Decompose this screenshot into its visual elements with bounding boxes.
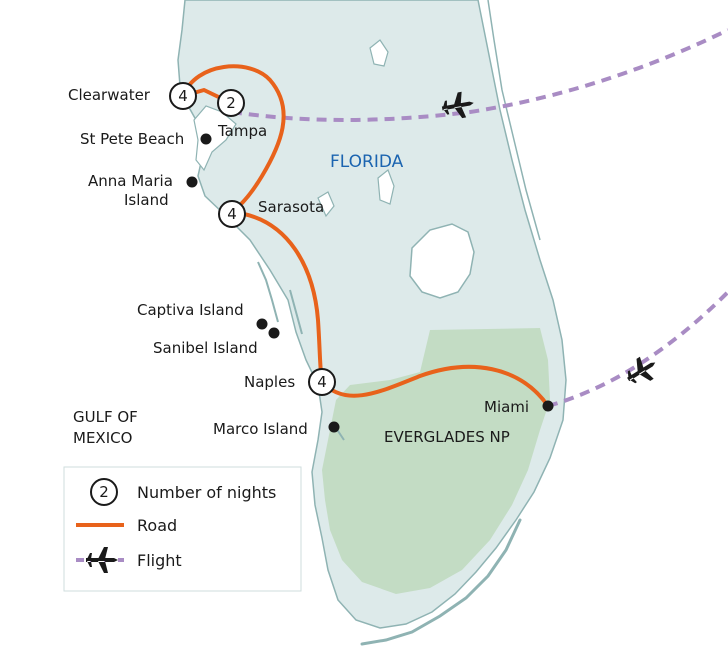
marker-sanibel-island: [268, 327, 280, 339]
everglades-park: [322, 328, 550, 594]
airplane-icon: [441, 91, 474, 119]
florida-keys: [360, 518, 522, 646]
lake-okeechobee: [409, 223, 475, 299]
lake-small-1: [369, 39, 389, 67]
label-tampa: Tampa: [217, 122, 267, 140]
marker-captiva-island: [256, 318, 268, 330]
label-gulf-line1: GULF OF: [73, 408, 138, 426]
nights-badge-tampa: 2: [217, 89, 245, 117]
nights-badge-naples: 4: [308, 368, 336, 396]
nights-count: 4: [227, 205, 237, 223]
label-gulf-line2: MEXICO: [73, 429, 132, 447]
label-marco-island: Marco Island: [213, 420, 308, 438]
label-sarasota: Sarasota: [258, 198, 324, 216]
label-naples: Naples: [244, 373, 295, 391]
label-st-pete-beach: St Pete Beach: [80, 130, 184, 148]
east-coast-lagoon: [487, 0, 541, 241]
legend-road-label: Road: [137, 516, 177, 535]
legend-flight-label: Flight: [137, 551, 182, 570]
marker-anna-maria-island: [186, 176, 198, 188]
marker-st-pete-beach: [200, 133, 212, 145]
nights-badge-clearwater: 4: [169, 82, 197, 110]
tampa-bay: [193, 105, 237, 172]
nights-count: 4: [178, 87, 188, 105]
nights-badge-sarasota: 4: [218, 200, 246, 228]
flight-path-north: [231, 28, 728, 122]
nights-count: 2: [226, 94, 236, 112]
airplane-icon: [86, 547, 118, 573]
flight-path-south: [547, 290, 728, 408]
label-miami: Miami: [484, 398, 529, 416]
legend: 2 Number of nights Road Flight: [63, 466, 302, 592]
label-clearwater: Clearwater: [68, 86, 151, 104]
legend-nights-symbol: 2: [99, 483, 109, 501]
nights-count: 4: [317, 373, 327, 391]
label-anna-maria-line2: Island: [124, 191, 169, 209]
lake-small-2: [377, 169, 395, 205]
lake-small-3: [317, 191, 335, 218]
marker-marco-island: [328, 421, 340, 433]
label-everglades: EVERGLADES NP: [384, 428, 510, 446]
label-sanibel-island: Sanibel Island: [153, 339, 258, 357]
label-anna-maria-line1: Anna Maria: [88, 172, 173, 190]
airplane-icon: [627, 356, 656, 384]
marker-miami: [542, 400, 554, 412]
label-captiva-island: Captiva Island: [137, 301, 244, 319]
legend-nights-label: Number of nights: [137, 483, 276, 502]
label-florida: FLORIDA: [330, 152, 404, 172]
